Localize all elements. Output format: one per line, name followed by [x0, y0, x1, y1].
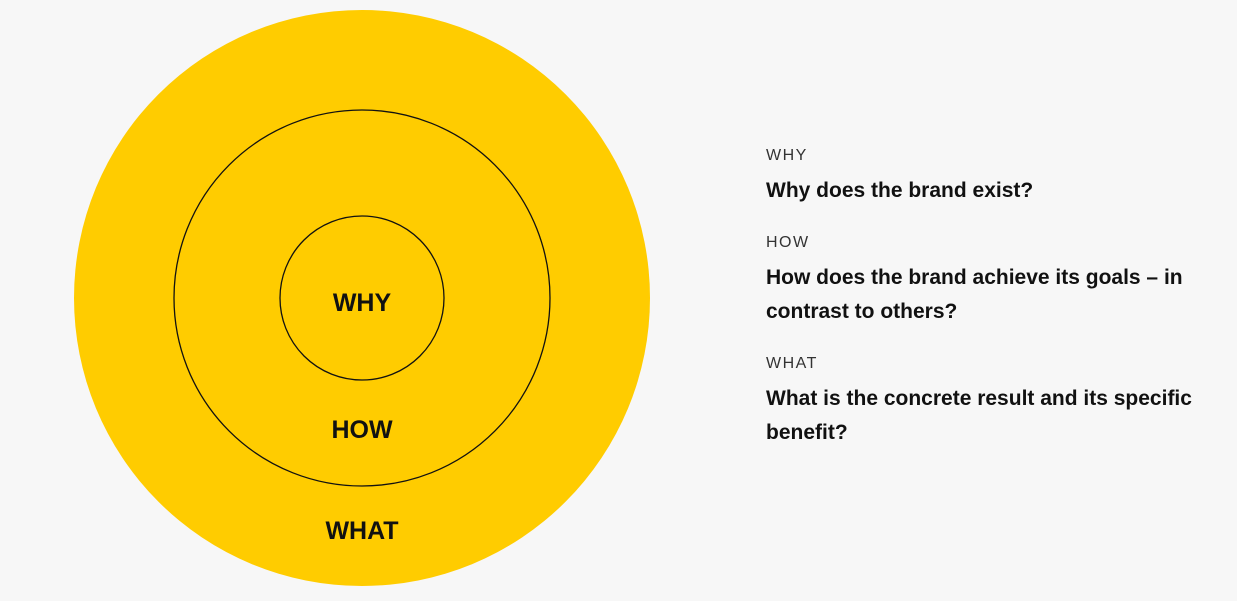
- golden-circle-diagram: WHY HOW WHAT: [74, 10, 650, 586]
- legend-why-tag: WHY: [766, 147, 808, 164]
- legend-what-question: What is the concrete result and its spec…: [766, 387, 1192, 444]
- why-ring-label: WHY: [333, 289, 392, 317]
- legend-what: WHAT What is the concrete result and its…: [766, 354, 1236, 450]
- what-ring-label: WHAT: [325, 517, 398, 545]
- legend-what-tag: WHAT: [766, 355, 818, 372]
- legend-why: WHY Why does the brand exist?: [766, 146, 1236, 208]
- legend-why-question: Why does the brand exist?: [766, 179, 1034, 202]
- why-ring: [279, 215, 445, 381]
- how-ring-label: HOW: [331, 416, 393, 444]
- legend-how-question: How does the brand achieve its goals – i…: [766, 266, 1183, 323]
- legend-how-tag: HOW: [766, 234, 810, 251]
- legend-how: HOW How does the brand achieve its goals…: [766, 233, 1236, 329]
